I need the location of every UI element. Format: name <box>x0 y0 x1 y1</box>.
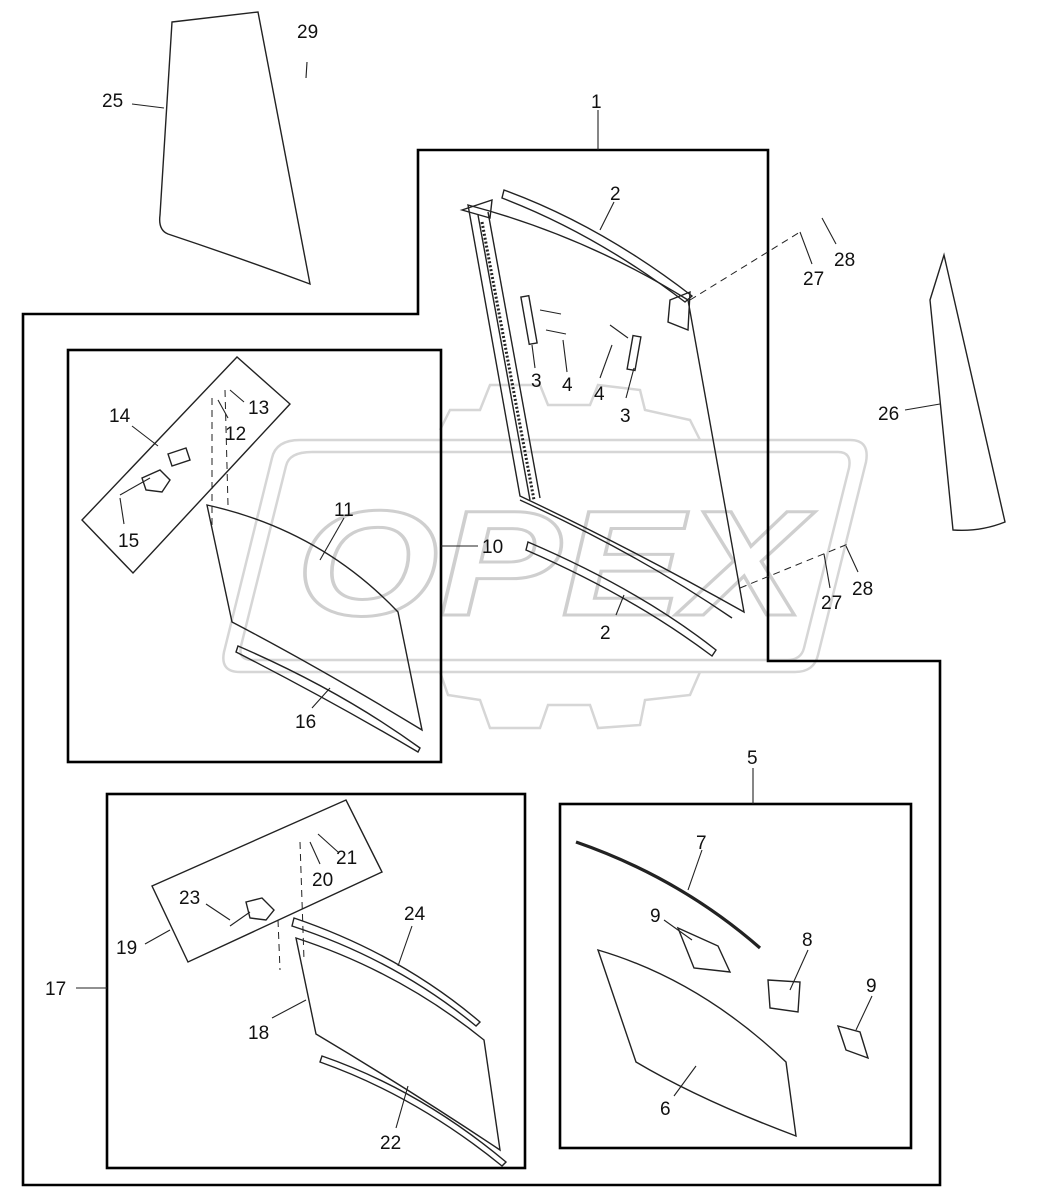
callout-18: 18 <box>248 1023 269 1044</box>
group-5-parts <box>575 840 870 1138</box>
group-17-parts <box>151 799 508 1167</box>
callout-labels: 1 2 2 3 3 4 4 5 6 7 8 9 9 10 11 12 13 14… <box>45 22 899 1154</box>
callout-14: 14 <box>109 406 131 427</box>
callout-13: 13 <box>248 398 269 419</box>
leader-3b <box>625 367 635 399</box>
fastener-line-upper <box>689 231 801 301</box>
leader-27a <box>799 231 813 265</box>
callout-23: 23 <box>179 888 200 909</box>
leader-23 <box>205 903 231 921</box>
leader-29 <box>305 61 308 79</box>
group-1-boundary <box>21 148 942 1187</box>
callout-9a: 9 <box>650 906 661 927</box>
group-17-box <box>105 792 527 1170</box>
leader-22 <box>395 1085 409 1129</box>
leader-8 <box>789 949 809 991</box>
callout-27a: 27 <box>803 269 824 290</box>
group-10-box <box>66 348 443 764</box>
watermark: OPEX <box>222 383 868 730</box>
leader-9b <box>855 995 873 1031</box>
callout-19: 19 <box>116 938 137 959</box>
leader-16 <box>311 687 331 709</box>
callout-2a: 2 <box>610 184 621 205</box>
callout-22: 22 <box>380 1133 401 1154</box>
leader-18 <box>271 999 307 1019</box>
leader-24 <box>397 925 413 967</box>
callout-26: 26 <box>878 404 899 425</box>
callout-11: 11 <box>334 500 354 521</box>
callout-5: 5 <box>747 748 758 769</box>
callout-16: 16 <box>295 712 316 733</box>
leader-7 <box>687 849 703 891</box>
fastener-line-lower <box>739 543 849 589</box>
leader-15 <box>119 497 125 525</box>
callout-15: 15 <box>118 531 139 552</box>
side-glass-25 <box>158 11 311 286</box>
leader-4a <box>562 339 568 373</box>
callout-27b: 27 <box>821 593 842 614</box>
leader-28a <box>821 217 837 245</box>
callout-6: 6 <box>660 1099 671 1120</box>
callout-8: 8 <box>802 930 813 951</box>
group-5-box <box>558 802 913 1150</box>
windshield-assembly <box>459 189 745 658</box>
leader-26 <box>904 403 941 411</box>
leader-12 <box>217 399 229 419</box>
callout-28a: 28 <box>834 250 855 271</box>
callout-9b: 9 <box>866 976 877 997</box>
callout-21: 21 <box>336 848 357 869</box>
callout-1: 1 <box>591 92 602 113</box>
leader-25 <box>131 103 165 109</box>
leader-19 <box>144 929 171 945</box>
leader-11 <box>319 517 345 561</box>
leader-2a <box>599 201 615 231</box>
callout-28b: 28 <box>852 579 873 600</box>
leader-20 <box>309 841 321 865</box>
leader-9a <box>663 919 693 941</box>
leader-4b <box>599 344 613 379</box>
leader-21 <box>317 833 339 853</box>
callout-25: 25 <box>102 91 123 112</box>
leader-3a <box>531 344 536 369</box>
callout-7: 7 <box>696 833 707 854</box>
group-10-parts <box>81 356 424 753</box>
leader-28b <box>845 545 859 573</box>
callout-10: 10 <box>482 537 503 558</box>
leader-13 <box>229 389 245 403</box>
callout-12: 12 <box>225 424 246 445</box>
leader-27b <box>823 553 831 589</box>
leader-2b <box>615 594 625 616</box>
callout-24: 24 <box>404 904 426 925</box>
callout-2b: 2 <box>600 623 611 644</box>
callout-3b: 3 <box>620 406 631 427</box>
callout-17: 17 <box>45 979 66 1000</box>
callout-4b: 4 <box>594 384 605 405</box>
side-strip-26 <box>929 252 1006 532</box>
callout-20: 20 <box>312 870 333 891</box>
callout-4a: 4 <box>562 375 573 396</box>
callout-3a: 3 <box>531 371 542 392</box>
callout-29: 29 <box>297 22 318 43</box>
leader-14 <box>131 425 159 447</box>
leader-6 <box>673 1065 697 1097</box>
